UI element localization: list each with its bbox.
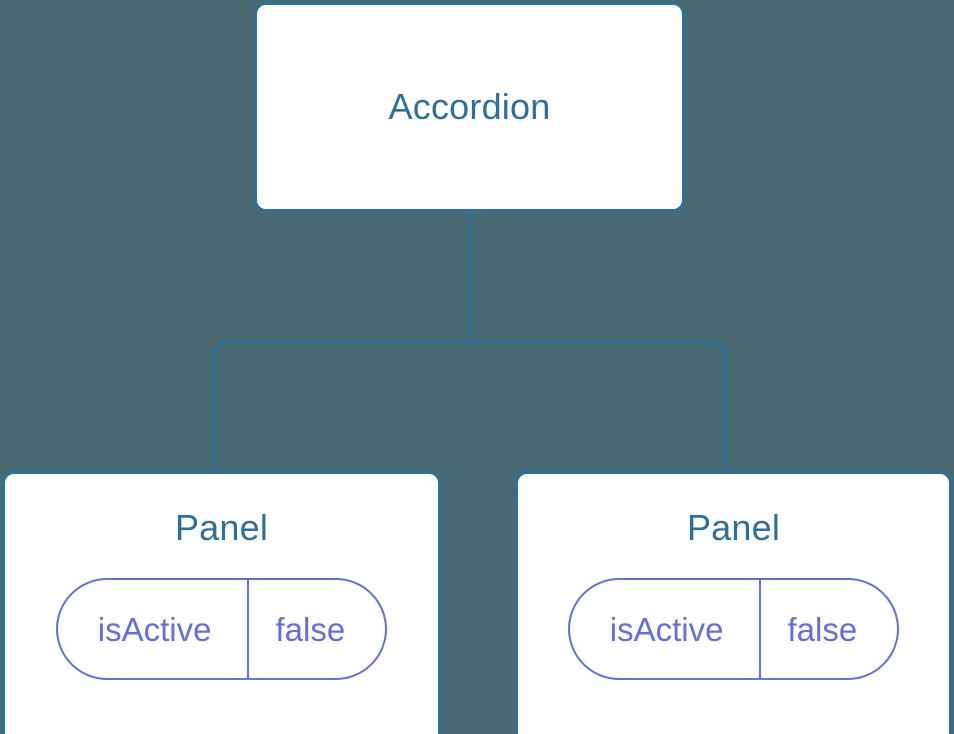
node-accordion[interactable]: Accordion	[254, 2, 685, 212]
connector-branch-left	[212, 340, 470, 474]
node-accordion-title: Accordion	[388, 86, 551, 127]
connector-branch-right	[470, 340, 727, 474]
node-panel-right-prop-value: false	[787, 610, 858, 648]
node-panel-left-title: Panel	[174, 507, 269, 548]
node-panel-right[interactable]: Panel isActive false	[515, 471, 952, 734]
node-panel-left[interactable]: Panel isActive false	[2, 471, 441, 734]
node-panel-right-title: Panel	[686, 507, 781, 548]
node-panel-right-prop-pill[interactable]: isActive false	[567, 578, 900, 680]
node-panel-left-prop-value: false	[275, 610, 346, 648]
node-panel-left-prop-key: isActive	[58, 580, 250, 678]
node-panel-left-prop-pill[interactable]: isActive false	[55, 578, 388, 680]
node-panel-right-prop-key: isActive	[570, 580, 762, 678]
